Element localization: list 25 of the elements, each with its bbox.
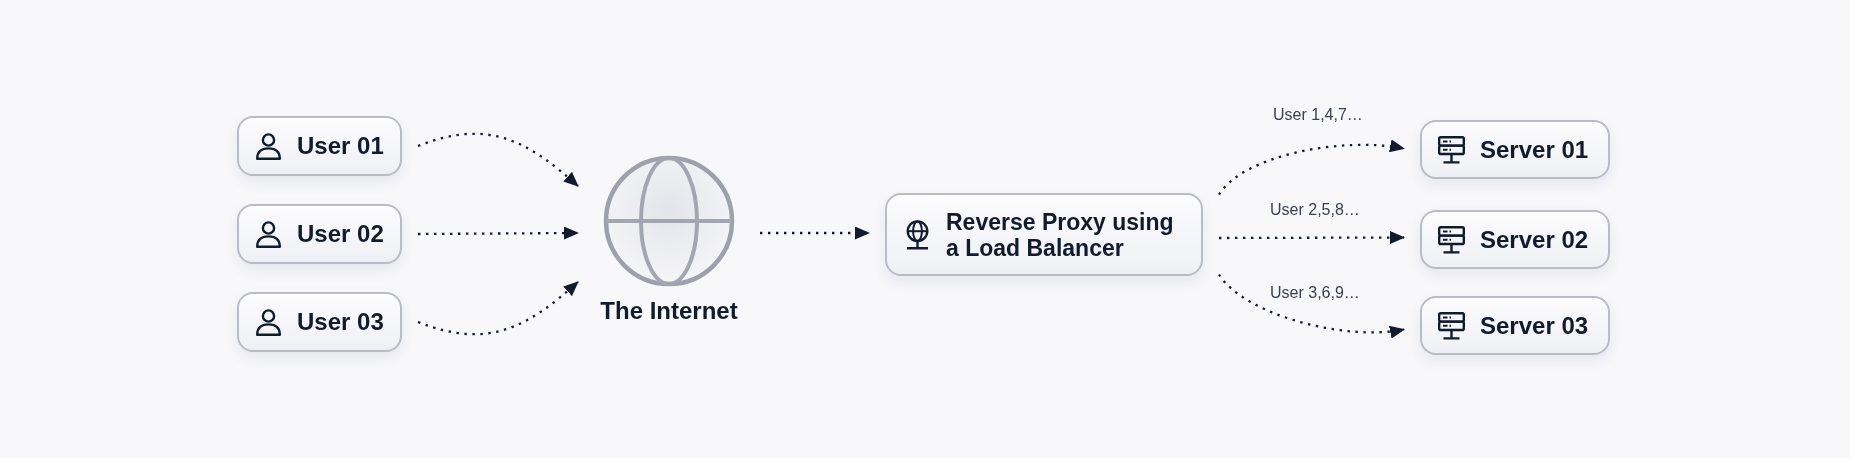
node-label: User 02 [297, 220, 384, 248]
dotted-arrow [418, 226, 579, 240]
node-label: User 03 [297, 308, 384, 336]
edge-label: User 2,5,8… [1270, 200, 1360, 220]
node-box [1420, 210, 1610, 269]
node-box [237, 204, 402, 264]
dotted-arrow [417, 281, 579, 336]
edge-label: User 3,6,9… [1270, 283, 1360, 303]
dotted-arrow [417, 132, 579, 187]
node-label: Server 03 [1480, 311, 1589, 340]
dotted-arrow [760, 226, 870, 240]
node-label: Reverse Proxy using a Load Balancer [946, 208, 1175, 261]
edge-label: User 1,4,7… [1273, 105, 1363, 125]
node-box [237, 116, 402, 176]
node-box [885, 193, 1203, 276]
node-label: User 01 [297, 132, 384, 160]
node-label: The Internet [600, 297, 738, 325]
dotted-arrow [1218, 140, 1405, 196]
node-box [237, 292, 402, 352]
node-label: Server 02 [1480, 225, 1589, 254]
node-box [1420, 120, 1610, 179]
dotted-arrow [1219, 231, 1405, 245]
dotted-arrow [1218, 273, 1405, 338]
node-box [1420, 296, 1610, 355]
node-label: Server 01 [1480, 135, 1589, 164]
